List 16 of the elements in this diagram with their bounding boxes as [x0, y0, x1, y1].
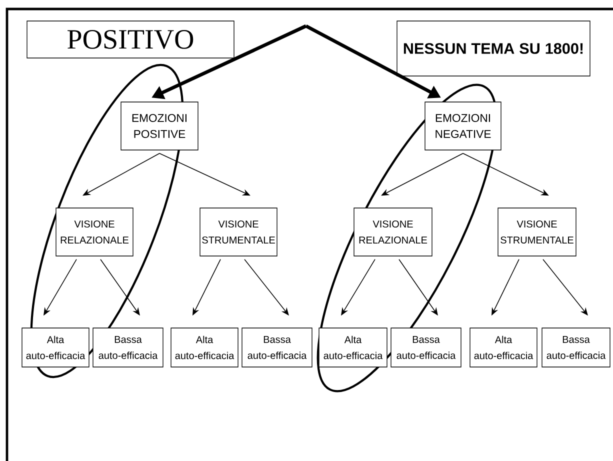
category-box: Alta auto-efficacia	[470, 328, 538, 368]
category-box: Bassa auto-efficacia	[242, 328, 312, 368]
category-box: VISIONE STRUMENTALE	[498, 208, 576, 256]
category-box: Alta auto-efficacia	[318, 328, 388, 368]
title-box: POSITIVO	[26, 20, 234, 58]
category-box: Bassa auto-efficacia	[542, 328, 610, 368]
category-box: Alta auto-efficacia	[170, 328, 238, 368]
category-box: VISIONE RELAZIONALE	[56, 208, 134, 256]
title-box: NESSUN TEMA SU 1800!	[396, 20, 590, 76]
category-box: EMOZIONI NEGATIVE	[424, 102, 502, 150]
category-box: VISIONE RELAZIONALE	[354, 208, 432, 256]
category-box: EMOZIONI POSITIVE	[120, 102, 198, 150]
category-box: VISIONE STRUMENTALE	[200, 208, 278, 256]
category-box: Alta auto-efficacia	[22, 328, 90, 368]
category-box: Bassa auto-efficacia	[92, 328, 164, 368]
category-box: Bassa auto-efficacia	[390, 328, 462, 368]
